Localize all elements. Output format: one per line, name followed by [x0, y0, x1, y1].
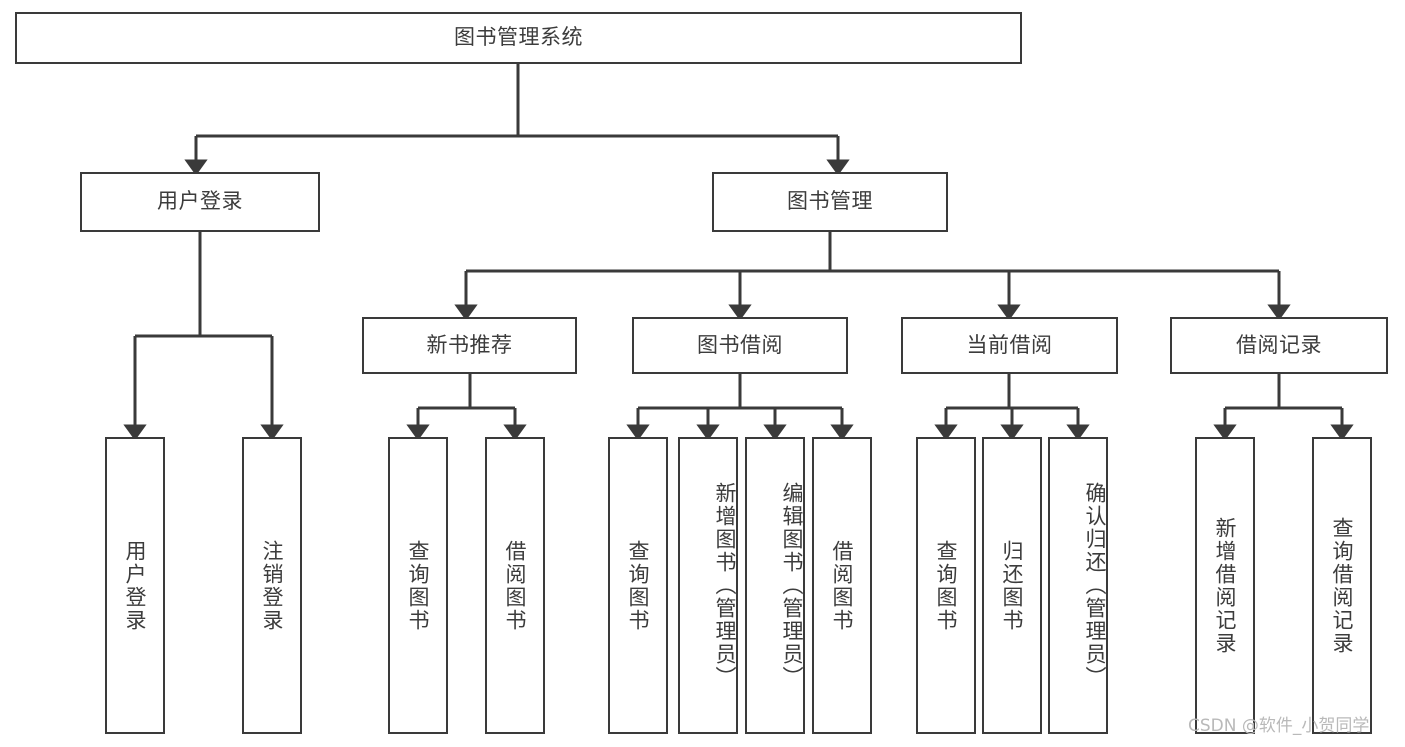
csdn-watermark: CSDN @软件_小贺同学 [1188, 716, 1370, 736]
leaf-return-book[interactable]: 归还图书 [982, 437, 1042, 734]
node-book-borrow[interactable]: 图书借阅 [632, 317, 848, 374]
leaf-add-borrow-record[interactable]: 新增借阅记录 [1195, 437, 1255, 734]
node-user-login[interactable]: 用户登录 [80, 172, 320, 232]
leaf-edit-book-admin[interactable]: 编辑图书（管理员） [745, 437, 805, 734]
node-current-borrow[interactable]: 当前借阅 [901, 317, 1118, 374]
node-book-manage[interactable]: 图书管理 [712, 172, 948, 232]
leaf-logout-login[interactable]: 注销登录 [242, 437, 302, 734]
leaf-query-borrow-record[interactable]: 查询借阅记录 [1312, 437, 1372, 734]
leaf-query-book-recommend[interactable]: 查询图书 [388, 437, 448, 734]
leaf-borrow-book-borrow[interactable]: 借阅图书 [812, 437, 872, 734]
leaf-add-book-admin[interactable]: 新增图书（管理员） [678, 437, 738, 734]
node-new-book-recommend[interactable]: 新书推荐 [362, 317, 577, 374]
leaf-confirm-return-admin[interactable]: 确认归还（管理员） [1048, 437, 1108, 734]
node-borrow-record[interactable]: 借阅记录 [1170, 317, 1388, 374]
node-root[interactable]: 图书管理系统 [15, 12, 1022, 64]
leaf-user-login[interactable]: 用户登录 [105, 437, 165, 734]
leaf-query-book-borrow[interactable]: 查询图书 [608, 437, 668, 734]
leaf-borrow-book-recommend[interactable]: 借阅图书 [485, 437, 545, 734]
leaf-query-book-current[interactable]: 查询图书 [916, 437, 976, 734]
